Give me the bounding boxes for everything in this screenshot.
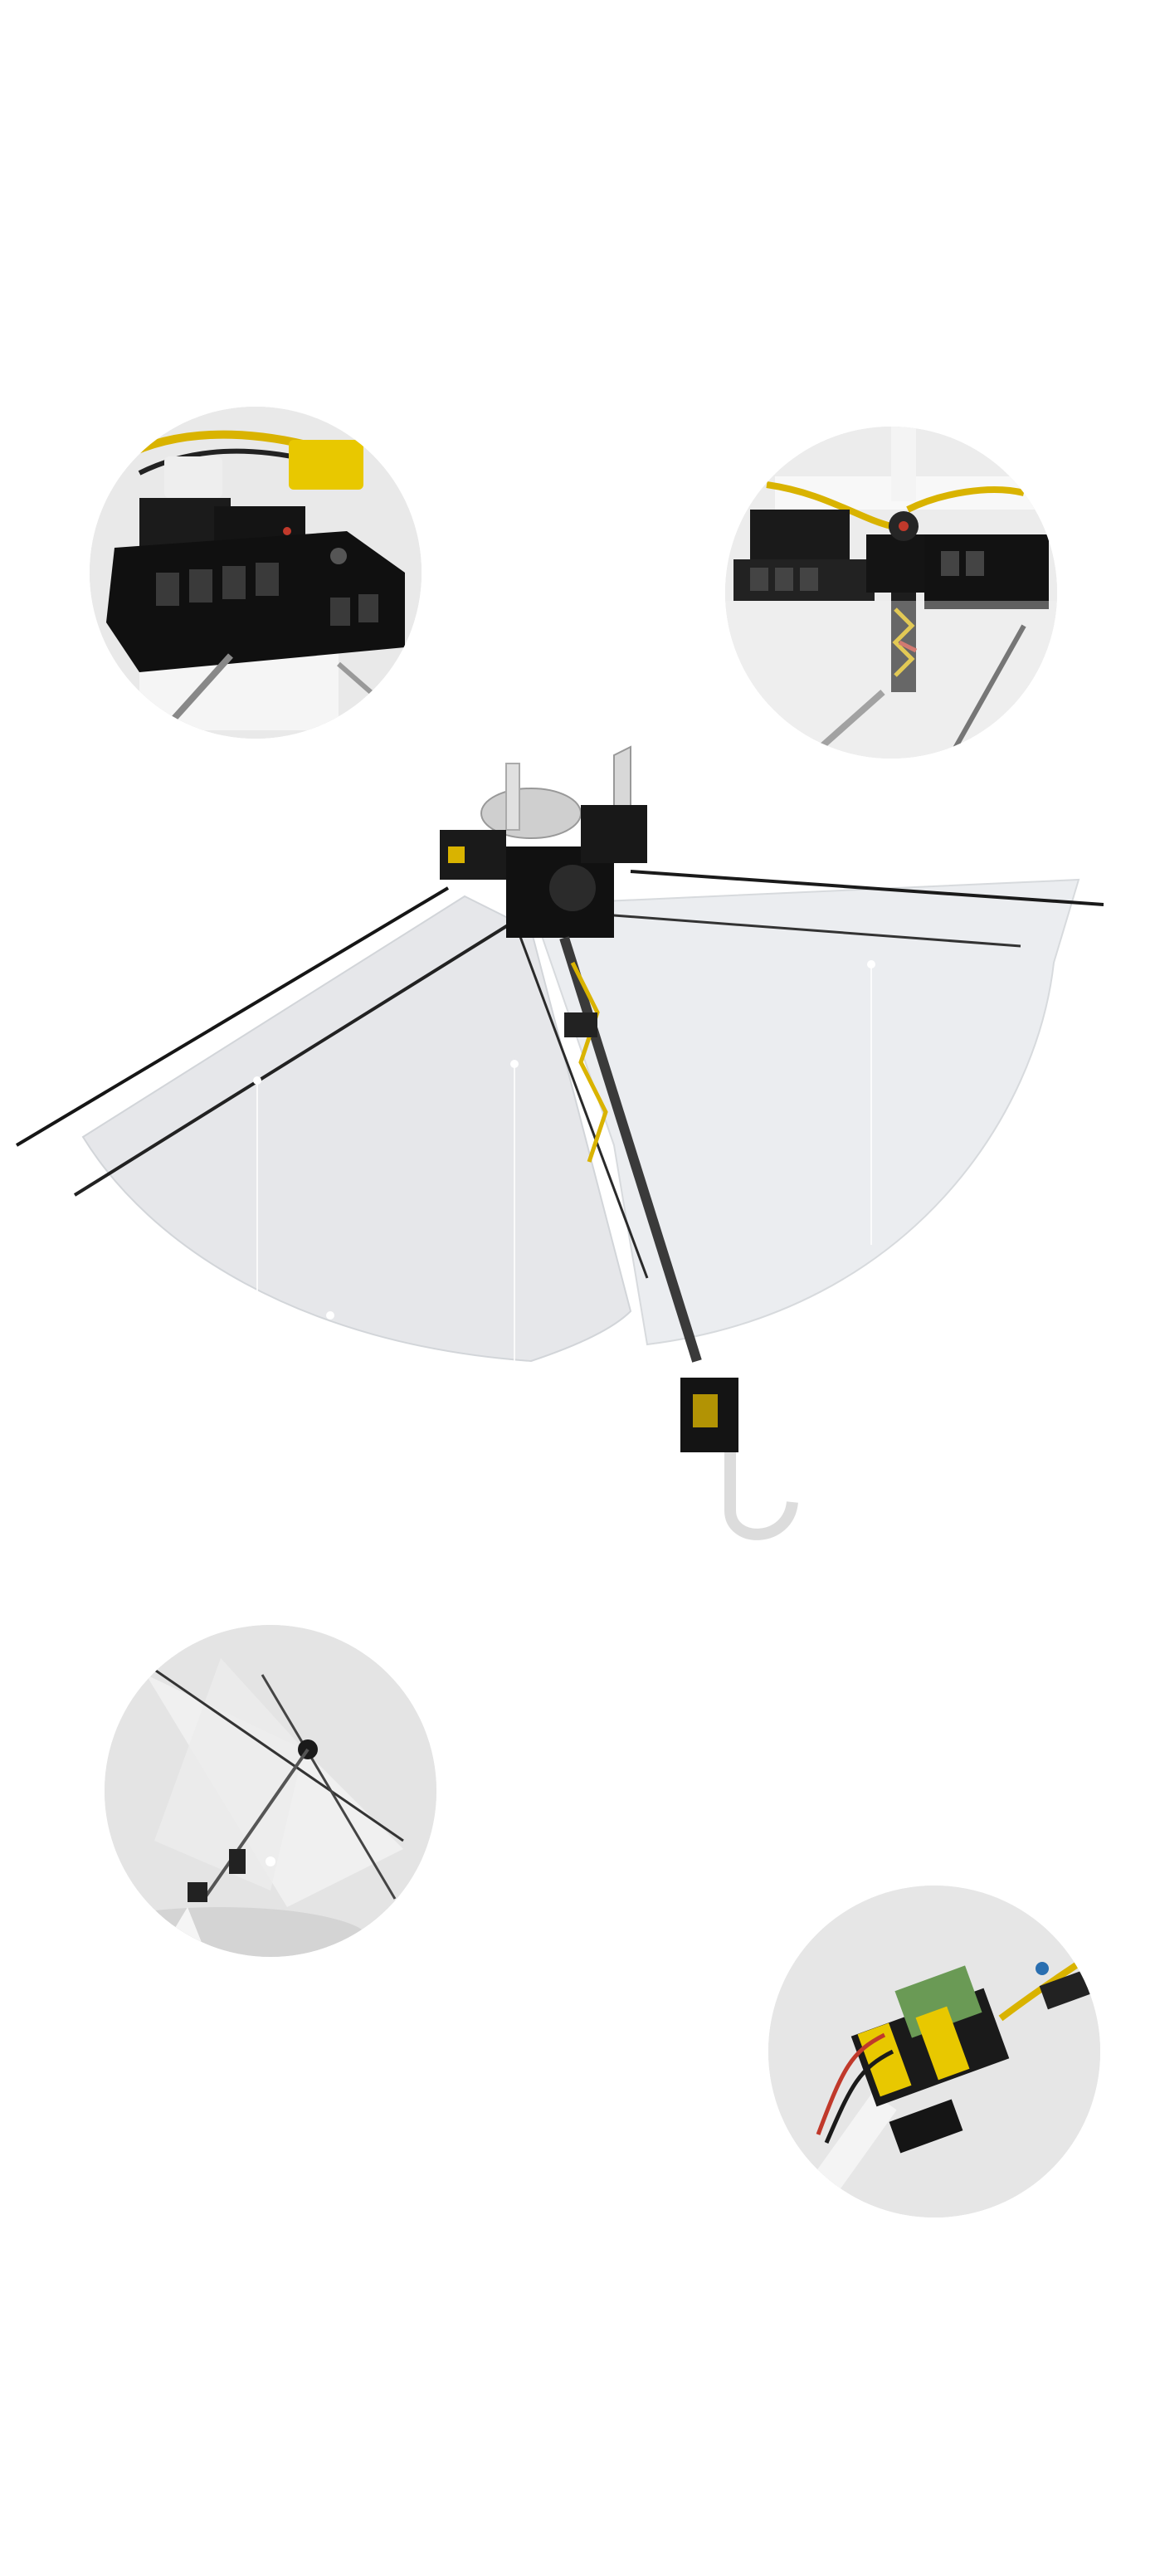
- gearbox-closeup-icon: [90, 407, 422, 739]
- detail-actuator-gearbox: [90, 407, 422, 739]
- detail-battery-electronics: [768, 1886, 1100, 2217]
- detail-full-robot-view: [105, 1625, 436, 1957]
- ornithopter-drone-icon: [15, 745, 1104, 1540]
- battery-pack-closeup-icon: [768, 1886, 1100, 2217]
- drone-side-view-icon: [105, 1625, 436, 1957]
- detail-wing-hinge-mechanism: [725, 427, 1057, 759]
- flapping-wing-robot: [0, 714, 1155, 1544]
- hinge-closeup-icon: [725, 427, 1057, 759]
